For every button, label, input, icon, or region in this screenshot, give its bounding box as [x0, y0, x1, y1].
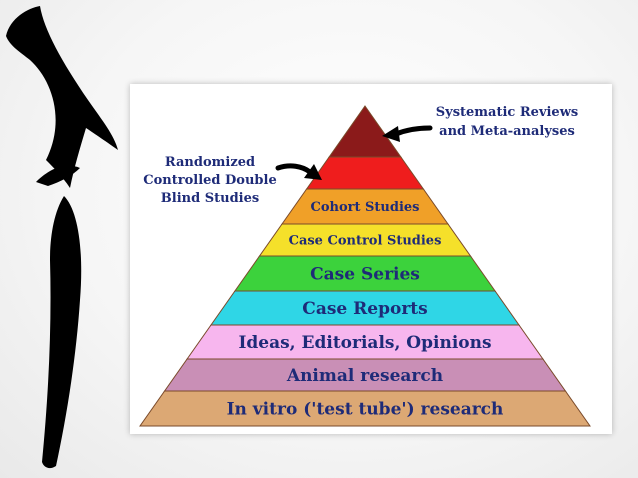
pyramid-level-8-label: Animal research — [286, 366, 443, 386]
arrow-to-red — [275, 163, 313, 175]
pyramid-level-7-label: Ideas, Editorials, Opinions — [238, 333, 491, 353]
callout-randomized-line-3: Blind Studies — [161, 191, 259, 206]
brush-stroke-top — [6, 6, 118, 188]
callout-randomized-line-2: Controlled Double — [143, 173, 276, 188]
arrow-to-top — [393, 125, 433, 137]
brush-stroke-bottom — [42, 196, 82, 469]
pyramid-level-9 — [139, 390, 591, 427]
pyramid-level-6-label: Case Reports — [302, 299, 427, 319]
pyramid-level-5-label: Case Series — [310, 265, 420, 285]
pyramid-level-3-label: Cohort Studies — [311, 200, 420, 215]
callout-systematic-reviews-line-1: Systematic Reviews — [436, 105, 578, 120]
arrow-to-red-head — [304, 164, 322, 180]
pyramid-level-2 — [305, 156, 425, 190]
pyramid-level-4-label: Case Control Studies — [289, 234, 442, 249]
callout-randomized-line-1: Randomized — [165, 155, 255, 170]
pyramid-level-9-label: In vitro ('test tube') research — [227, 400, 504, 420]
callout-systematic-reviews-line-2: and Meta-analyses — [439, 124, 575, 139]
brush-stroke-mid — [36, 165, 80, 186]
arrow-to-top-head — [382, 126, 400, 142]
